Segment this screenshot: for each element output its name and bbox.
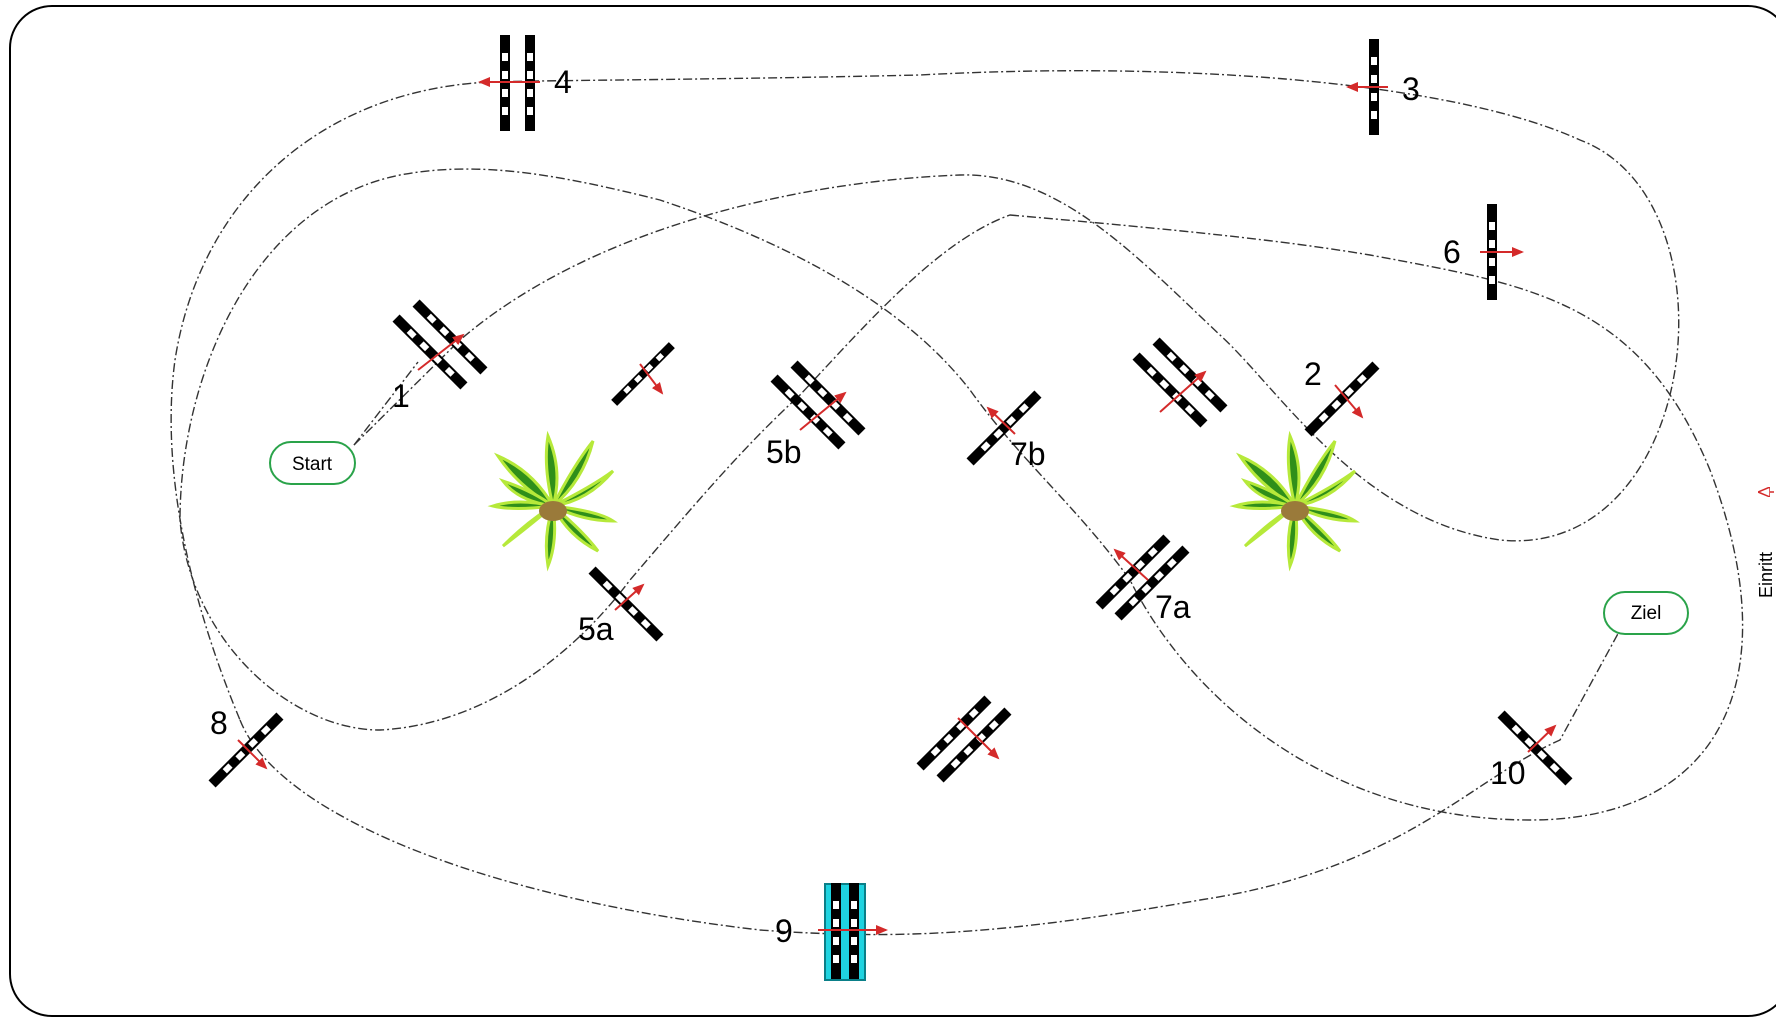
- obstacle-label: 5a: [578, 611, 614, 647]
- arrow-icon: [237, 739, 268, 770]
- obstacle-7a: 7a: [1095, 534, 1191, 625]
- finish-label: Ziel: [1631, 603, 1662, 624]
- obstacle-label: 7b: [1010, 436, 1046, 472]
- obstacle-2: 2: [1304, 356, 1380, 437]
- obstacle-label: 10: [1490, 755, 1526, 791]
- arena-border: [9, 5, 1776, 1017]
- arrow-icon: [614, 583, 645, 611]
- obstacle-9: 9: [775, 883, 888, 981]
- route-segment: [170, 70, 1680, 721]
- obstacle-label: 1: [392, 378, 410, 414]
- arrow-icon: [799, 391, 847, 431]
- obstacle-label: 5b: [766, 434, 802, 470]
- plant-icon: [1233, 434, 1357, 568]
- route-segment: [353, 361, 419, 446]
- course-route: [170, 70, 1744, 936]
- obstacle-8: 8: [208, 705, 284, 788]
- arrow-icon: [1159, 370, 1207, 413]
- arrow-icon: [1113, 548, 1149, 581]
- plant-icon: [491, 434, 615, 568]
- obstacle-4: 4: [478, 35, 572, 131]
- obstacle-unnumbered-a: [611, 342, 675, 406]
- start-label: Start: [292, 454, 333, 475]
- obstacle-label: 9: [775, 913, 793, 949]
- obstacle-6: 6: [1443, 204, 1524, 300]
- route-segment: [179, 168, 1744, 821]
- obstacle-3: 3: [1346, 39, 1420, 135]
- arrow-icon: [1334, 384, 1364, 419]
- entrance-marker: Einritt: [1756, 492, 1776, 598]
- obstacle-label: 6: [1443, 234, 1461, 270]
- obstacle-label: 8: [210, 705, 228, 741]
- arrow-icon: [1527, 724, 1557, 753]
- arrow-icon: [986, 406, 1016, 435]
- obstacle-label: 4: [554, 64, 572, 100]
- arrow-icon: [417, 333, 465, 371]
- obstacle-1: 1: [392, 299, 488, 414]
- arrow-icon: [639, 363, 664, 395]
- obstacle-unnumbered-b: [1132, 337, 1228, 428]
- obstacle-7b: 7b: [966, 390, 1046, 472]
- route-segment: [239, 629, 1621, 936]
- obstacle-5b: 5b: [766, 360, 866, 470]
- finish-marker: Ziel: [1603, 591, 1689, 635]
- obstacle-label: 7a: [1155, 589, 1191, 625]
- start-marker: Start: [269, 441, 356, 485]
- obstacle-label: 3: [1402, 71, 1420, 107]
- arrow-icon: [957, 717, 1000, 760]
- obstacle-label: 2: [1304, 356, 1322, 392]
- obstacle-5a: 5a: [578, 566, 664, 647]
- obstacle-10: 10: [1490, 710, 1573, 791]
- entrance-label: Einritt: [1756, 552, 1776, 598]
- obstacle-unnumbered-c: [916, 695, 1012, 783]
